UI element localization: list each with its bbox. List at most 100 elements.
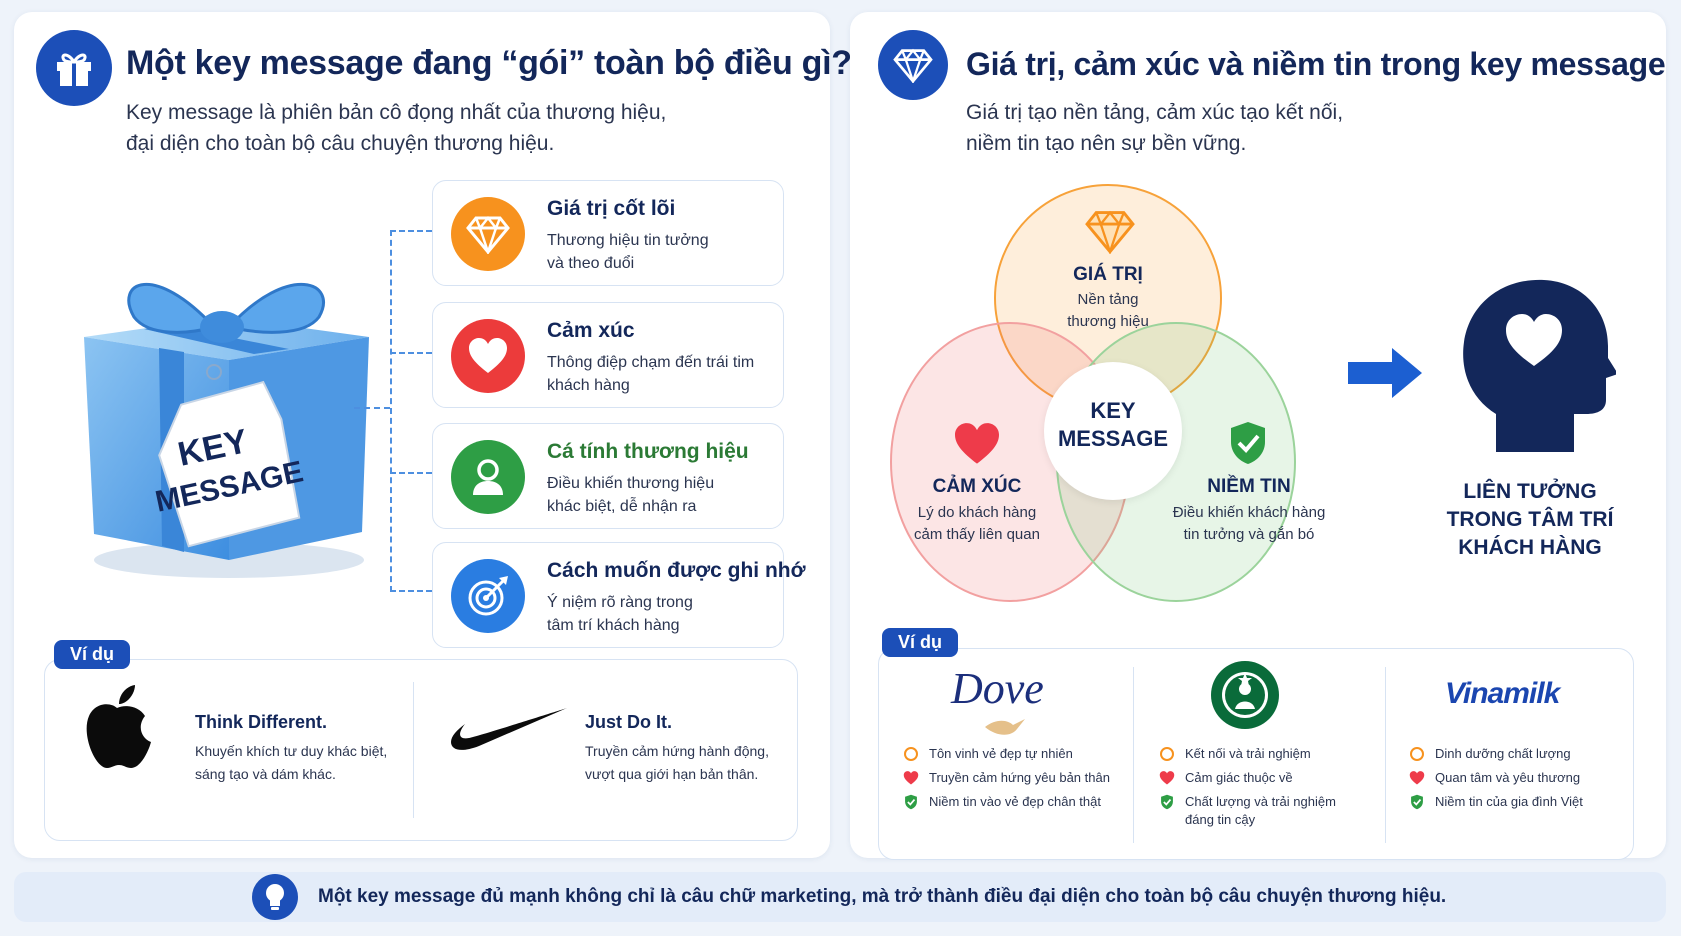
example-desc-line: sáng tạo và dám khác. [195,766,336,782]
feature-desc-line: Ý niệm rõ ràng trong [547,594,693,611]
right-example-box: Dove Tôn vinh vẻ đẹp tự nhiên Truyền cảm… [878,648,1634,860]
lightbulb-icon [266,884,284,910]
heart-icon [1409,771,1425,785]
feature-desc-line: khác biệt, dễ nhận ra [547,498,697,515]
brand-item-text: Truyền cảm hứng yêu bản thân [929,770,1110,785]
right-subtitle: Giá trị tạo nền tảng, cảm xúc tạo kết nố… [966,97,1343,159]
heart-icon [955,423,999,464]
left-example-box: Think Different. Khuyến khích tư duy khá… [44,659,798,841]
venn-trust-desc: Điều khiến khách hàng tin tưởng và gắn b… [1164,502,1334,546]
person-icon [473,459,503,495]
brand-item: Niềm tin của gia đình Việt [1409,793,1583,811]
head-heart-icon [1463,279,1616,452]
diamond-icon [466,215,510,254]
gift-icon [57,53,91,86]
feature-title: Cá tính thương hiệu [547,440,749,463]
brand-divider [1385,667,1386,843]
left-subtitle-line2: đại diện cho toàn bộ câu chuyện thương h… [126,132,555,155]
right-subtitle-line2: niềm tin tạo nên sự bền vững. [966,132,1247,155]
feature-desc: Thương hiệu tin tưởng và theo đuổi [547,229,777,275]
feature-icon-bg [451,319,525,393]
venn-desc-line: thương hiệu [1067,313,1149,330]
example-desc-line: Truyền cảm hứng hành động, [585,743,769,759]
brand-item-text: Quan tâm và yêu thương [1435,770,1581,785]
example-desc-nike: Truyền cảm hứng hành động, vượt qua giới… [585,740,769,786]
feature-desc: Thông điệp chạm đến trái tim khách hàng [547,351,777,397]
diamond-icon [1160,747,1174,761]
shield-check-icon [1411,794,1423,810]
footer-text: Một key message đủ mạnh không chỉ là câu… [318,886,1447,907]
feature-desc: Ý niệm rõ ràng trong tâm trí khách hàng [547,591,777,637]
feature-desc-line: và theo đuổi [547,255,635,272]
right-title: Giá trị, cảm xúc và niềm tin trong key m… [966,46,1666,82]
feature-icon-bg [451,197,525,271]
dove-bird-icon [985,719,1025,735]
shield-check-icon [905,794,917,810]
feature-card-personality: Cá tính thương hiệu Điều khiến thương hi… [432,423,784,529]
venn-value-desc: Nền tảng thương hiệu [1048,289,1168,333]
venn-center [1044,362,1182,500]
example-desc-line: vượt qua giới hạn bản thân. [585,766,759,782]
right-panel: Giá trị, cảm xúc và niềm tin trong key m… [850,12,1666,860]
example-desc-apple: Khuyến khích tư duy khác biệt, sáng tạo … [195,740,387,786]
connector-h1 [390,230,432,232]
connector-h2 [390,352,432,354]
feature-title: Cách muốn được ghi nhớ [547,559,806,582]
feature-card-core-value: Giá trị cốt lõi Thương hiệu tin tưởng và… [432,180,784,286]
venn-center-line1: KEY [1090,398,1136,423]
brand-item-text: Chất lượng và trải nghiệm [1185,794,1336,809]
brand-item: Chất lượng và trải nghiệm đáng tin cậy [1159,793,1336,829]
left-title: Một key message đang “gói” toàn bộ điều … [126,44,852,82]
example-divider [413,682,414,818]
feature-desc-line: Thông điệp chạm đến trái tim [547,354,755,371]
mind-line2: TRONG TÂM TRÍ [1446,508,1614,531]
venn-desc-line: Điều khiến khách hàng [1172,504,1326,521]
bulb-badge [252,874,298,920]
vinamilk-logo: Vinamilk [1445,677,1560,710]
heart-icon [1159,771,1175,785]
venn-value-title: GIÁ TRỊ [1073,264,1143,285]
shield-check-icon [1161,794,1173,810]
brand-item: Kết nối và trải nghiệm [1159,745,1311,763]
feature-icon-bg [451,440,525,514]
venn-desc-line: Nền tảng [1077,291,1139,308]
brand-item: Cảm giác thuộc về [1159,769,1293,787]
venn-emotion-title: CẢM XÚC [932,476,1022,497]
connector-gift [354,407,390,409]
venn-desc-line: Lý do khách hàng [917,504,1037,521]
arrow-right-icon [1348,348,1422,398]
brand-item-text: Dinh dưỡng chất lượng [1435,746,1571,761]
example-title-nike: Just Do It. [585,712,673,732]
mind-line3: KHÁCH HÀNG [1458,536,1602,559]
left-panel: Một key message đang “gói” toàn bộ điều … [14,12,852,858]
brand-item-text: Niềm tin của gia đình Việt [1435,794,1583,809]
left-example-tag: Ví dụ [54,640,130,669]
feature-card-emotion: Cảm xúc Thông điệp chạm đến trái tim khá… [432,302,784,408]
feature-desc-line: khách hàng [547,377,630,394]
brand-divider [1133,667,1134,843]
brand-item: Niềm tin vào vẻ đẹp chân thật [903,793,1101,811]
gift-box-illustration: KEY MESSAGE [64,242,384,592]
right-subtitle-line1: Giá trị tạo nền tảng, cảm xúc tạo kết nố… [966,101,1344,124]
heart-icon [903,771,919,785]
left-subtitle-line1: Key message là phiên bản cô đọng nhất củ… [126,101,667,124]
brand-item-text: Tôn vinh vẻ đẹp tự nhiên [929,746,1073,761]
diamond-icon [1410,747,1424,761]
brand-item-text: Niềm tin vào vẻ đẹp chân thật [929,794,1101,809]
right-example-tag: Ví dụ [882,628,958,657]
starbucks-logo-icon [1211,661,1279,729]
feature-desc-line: Thương hiệu tin tưởng [547,232,709,249]
diamond-icon [904,747,918,761]
brand-item: Dinh dưỡng chất lượng [1409,745,1571,763]
brand-item: Truyền cảm hứng yêu bản thân [903,769,1110,787]
connector-vertical [390,230,392,592]
example-title-apple: Think Different. [195,712,328,732]
connector-h4 [390,590,432,592]
footer-bar: Một key message đủ mạnh không chỉ là câu… [14,872,1666,922]
heart-icon [469,338,507,373]
gift-badge [36,30,112,106]
dove-logo: Dove [951,664,1044,713]
target-icon [468,576,508,616]
venn-desc-line: cảm thấy liên quan [914,526,1040,543]
feature-icon-bg [451,559,525,633]
